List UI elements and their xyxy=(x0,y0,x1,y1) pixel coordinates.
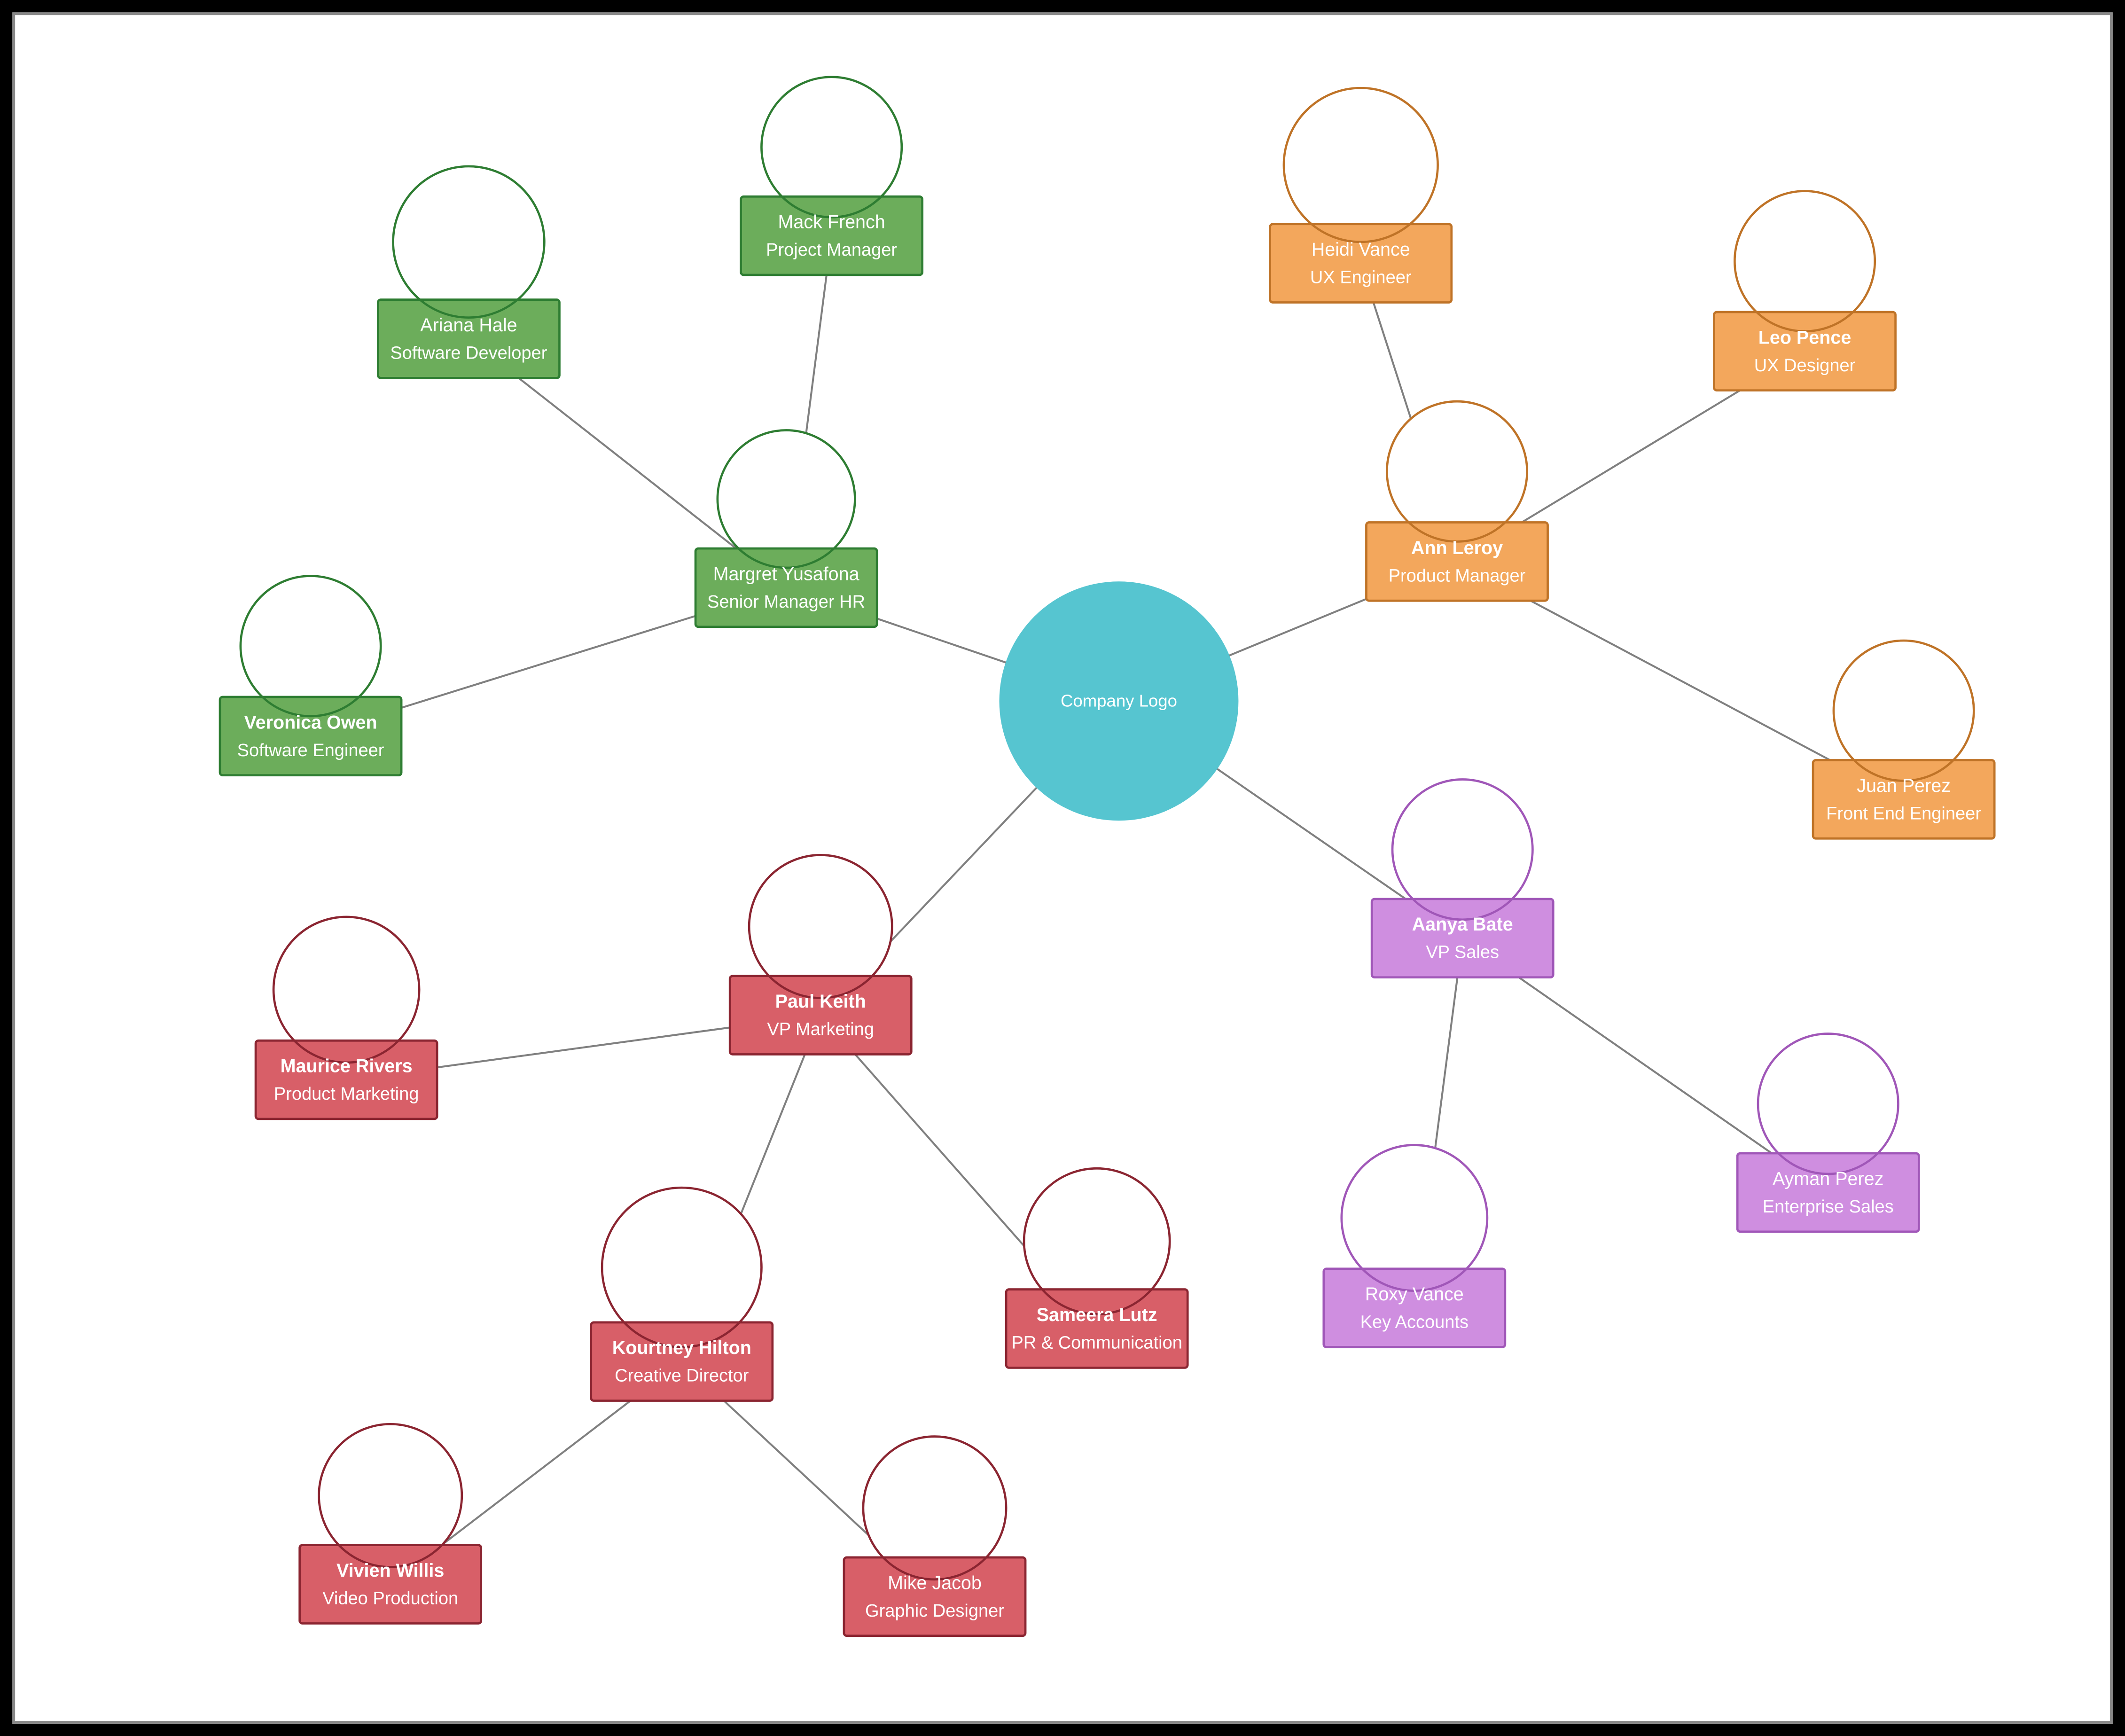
org-node-kourtney[interactable] xyxy=(590,1186,774,1402)
avatar-circle-outline xyxy=(601,1186,763,1348)
org-node-maurice[interactable] xyxy=(254,915,438,1120)
avatar-circle-fill xyxy=(1341,1145,1487,1291)
avatar-circle-outline xyxy=(862,1435,1008,1581)
avatar-circle-fill xyxy=(1387,401,1527,542)
avatar-circle-fill xyxy=(240,576,381,716)
avatar-circle-fill xyxy=(273,916,420,1063)
avatar-circle-fill xyxy=(717,430,855,568)
name-box-kourtney[interactable] xyxy=(590,1321,774,1402)
avatar-circle-fill xyxy=(393,166,545,318)
edge-margret-ariana xyxy=(468,338,787,589)
org-node-ann[interactable] xyxy=(1365,400,1549,602)
org-node-ariana[interactable] xyxy=(377,165,561,379)
name-box-aanya[interactable] xyxy=(1370,898,1555,979)
org-node-vivien[interactable] xyxy=(298,1423,483,1625)
avatar-circle-outline xyxy=(1385,400,1529,543)
org-node-mack[interactable] xyxy=(740,76,924,276)
name-box-ariana[interactable] xyxy=(377,298,561,379)
name-box-vivien[interactable] xyxy=(298,1544,483,1625)
org-node-veronica[interactable] xyxy=(219,575,403,777)
org-node-margret[interactable] xyxy=(694,429,878,628)
name-box-mack[interactable] xyxy=(740,195,924,276)
name-box-leo[interactable] xyxy=(1713,311,1897,392)
org-node-heidi[interactable] xyxy=(1269,86,1453,304)
avatar-circle-fill xyxy=(319,1424,462,1567)
avatar-circle-outline xyxy=(1734,190,1876,333)
avatar-circle-outline xyxy=(1340,1144,1489,1292)
edge-aanya-ayman xyxy=(1462,937,1829,1194)
org-node-leo[interactable] xyxy=(1713,190,1897,392)
avatar-circle-fill xyxy=(749,855,892,998)
name-box-heidi[interactable] xyxy=(1269,223,1453,304)
avatar-circle-outline xyxy=(1282,86,1439,243)
avatar-circle-outline xyxy=(748,854,893,999)
org-node-paul[interactable] xyxy=(728,854,913,1056)
name-box-ayman[interactable] xyxy=(1736,1152,1920,1233)
name-box-margret[interactable] xyxy=(694,547,878,628)
name-box-mike[interactable] xyxy=(843,1556,1027,1637)
avatar-circle-fill xyxy=(863,1436,1007,1580)
avatar-circle-fill xyxy=(1833,641,1974,781)
avatar-circle-fill xyxy=(1283,88,1438,242)
avatar-circle-outline xyxy=(272,915,421,1064)
avatar-circle-outline xyxy=(1757,1032,1899,1175)
name-box-ann[interactable] xyxy=(1365,521,1549,602)
avatar-circle-fill xyxy=(1734,191,1875,331)
avatar-circle-outline xyxy=(716,429,856,569)
avatar-circle-outline xyxy=(392,165,546,319)
org-node-mike[interactable] xyxy=(843,1435,1027,1637)
org-node-ayman[interactable] xyxy=(1736,1032,1920,1233)
avatar-circle-fill xyxy=(1758,1033,1898,1174)
name-box-maurice[interactable] xyxy=(254,1039,438,1120)
avatar-circle-fill xyxy=(761,77,902,218)
avatar-circle-outline xyxy=(1832,639,1975,782)
name-box-sameera[interactable] xyxy=(1005,1288,1189,1369)
avatar-circle-outline xyxy=(239,575,382,718)
name-box-paul[interactable] xyxy=(728,975,913,1056)
org-node-roxy[interactable] xyxy=(1322,1144,1507,1348)
avatar-circle-outline xyxy=(1023,1167,1171,1315)
name-box-roxy[interactable] xyxy=(1322,1267,1507,1348)
company-logo-circle[interactable] xyxy=(999,581,1239,821)
avatar-circle-fill xyxy=(602,1188,762,1347)
org-node-aanya[interactable] xyxy=(1370,778,1555,979)
company-logo-node[interactable] xyxy=(999,581,1239,821)
name-box-veronica[interactable] xyxy=(219,696,403,777)
avatar-circle-outline xyxy=(318,1423,463,1568)
org-node-sameera[interactable] xyxy=(1005,1167,1189,1369)
name-box-juan[interactable] xyxy=(1812,759,1996,840)
avatar-circle-fill xyxy=(1024,1168,1170,1314)
avatar-circle-outline xyxy=(1391,778,1534,921)
org-node-juan[interactable] xyxy=(1812,639,1996,840)
avatar-circle-fill xyxy=(1392,779,1533,920)
avatar-circle-outline xyxy=(760,76,903,219)
